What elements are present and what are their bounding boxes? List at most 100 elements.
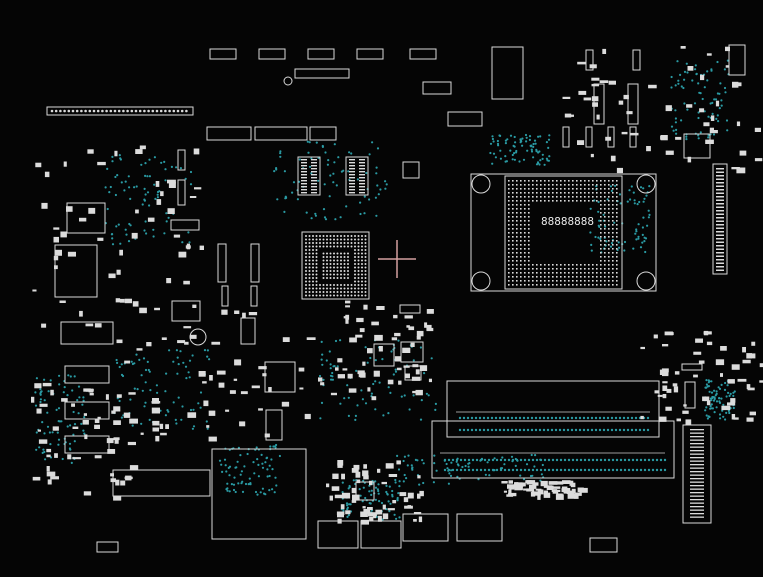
- header-pin: [122, 109, 125, 113]
- dimm-slots: [431, 380, 675, 479]
- dimm-pin: [470, 416, 474, 420]
- via: [364, 402, 368, 405]
- socket-pin: [600, 232, 602, 234]
- smd-pad: [341, 473, 345, 480]
- socket-pin: [544, 264, 546, 266]
- via: [414, 458, 417, 461]
- via: [315, 141, 318, 144]
- edge-pin: [690, 509, 704, 511]
- via: [529, 474, 533, 478]
- via: [82, 399, 85, 402]
- header-pin: [138, 109, 142, 113]
- smd-pad: [693, 351, 702, 355]
- via: [642, 216, 645, 219]
- dimm-pin: [494, 428, 498, 432]
- via: [639, 186, 643, 189]
- socket-pin: [616, 272, 618, 274]
- via: [370, 392, 373, 395]
- via: [308, 141, 311, 144]
- bga-ball: [326, 242, 328, 244]
- socket-pin: [588, 196, 590, 198]
- via: [115, 225, 118, 228]
- socket-pin: [608, 224, 610, 226]
- bga-ball: [357, 249, 360, 251]
- via: [339, 339, 342, 342]
- socket-pin: [512, 272, 514, 274]
- via: [199, 391, 203, 394]
- smd-pad: [248, 312, 258, 316]
- via: [82, 429, 85, 432]
- edge-pin: [716, 259, 724, 261]
- via: [261, 487, 264, 490]
- socket-pin: [588, 200, 590, 202]
- via: [232, 488, 236, 492]
- via: [685, 62, 688, 65]
- smd-pad: [55, 249, 62, 256]
- via: [156, 193, 159, 196]
- via: [266, 468, 269, 471]
- smd-pad: [371, 396, 377, 401]
- smd-pad: [567, 493, 575, 499]
- socket-pin: [524, 272, 526, 274]
- connector-4: [356, 48, 384, 60]
- socket-pin: [508, 180, 510, 182]
- header-pin: [155, 109, 159, 113]
- via: [723, 68, 727, 71]
- smd-pad: [60, 231, 67, 238]
- bga-ball: [329, 273, 332, 276]
- smd-pad: [396, 367, 402, 371]
- socket-pin: [516, 268, 518, 270]
- via: [704, 386, 707, 389]
- via: [376, 147, 380, 150]
- smd-pad: [362, 506, 366, 509]
- socket-pin: [616, 204, 618, 206]
- smd-pad: [152, 398, 159, 404]
- via: [228, 490, 231, 493]
- via: [433, 462, 436, 465]
- via: [356, 178, 359, 181]
- via: [626, 200, 629, 203]
- dimm-pin: [630, 416, 634, 420]
- dimm-pin: [543, 458, 547, 462]
- socket-pin: [508, 284, 510, 286]
- header-pin: [113, 109, 117, 113]
- via: [111, 160, 114, 163]
- via: [598, 225, 601, 228]
- socket-pin: [528, 192, 530, 194]
- via: [686, 71, 689, 74]
- smd-pad: [105, 394, 109, 400]
- edge-pin: [690, 460, 704, 462]
- dimm-pin: [610, 428, 614, 432]
- smd-pad: [730, 398, 736, 403]
- bga-ball: [357, 245, 360, 248]
- smd-pad: [676, 418, 681, 422]
- via: [493, 457, 496, 460]
- via: [504, 142, 507, 145]
- dimm-pin: [583, 468, 587, 472]
- via: [275, 443, 278, 447]
- dimm-pin: [582, 416, 586, 420]
- socket-pin: [512, 228, 514, 230]
- bga-ball: [308, 252, 311, 255]
- smd-pad: [426, 327, 434, 332]
- smd-pad: [721, 405, 731, 411]
- bga-ball: [308, 256, 311, 258]
- bga-ball: [326, 245, 328, 248]
- bga-ball: [364, 259, 367, 262]
- smd-pad: [129, 465, 139, 471]
- via: [234, 490, 237, 494]
- socket-pin: [560, 188, 562, 190]
- via: [499, 149, 502, 152]
- smd-pad: [160, 191, 164, 197]
- smd-pad: [529, 484, 537, 489]
- socket-pin: [600, 264, 602, 266]
- smd-pad: [199, 245, 204, 250]
- bga-ball: [364, 280, 367, 283]
- via: [339, 216, 342, 219]
- via: [268, 489, 271, 492]
- dimm-pin: [578, 428, 582, 432]
- via: [708, 380, 711, 383]
- via: [697, 116, 700, 120]
- smd-pad: [503, 490, 507, 493]
